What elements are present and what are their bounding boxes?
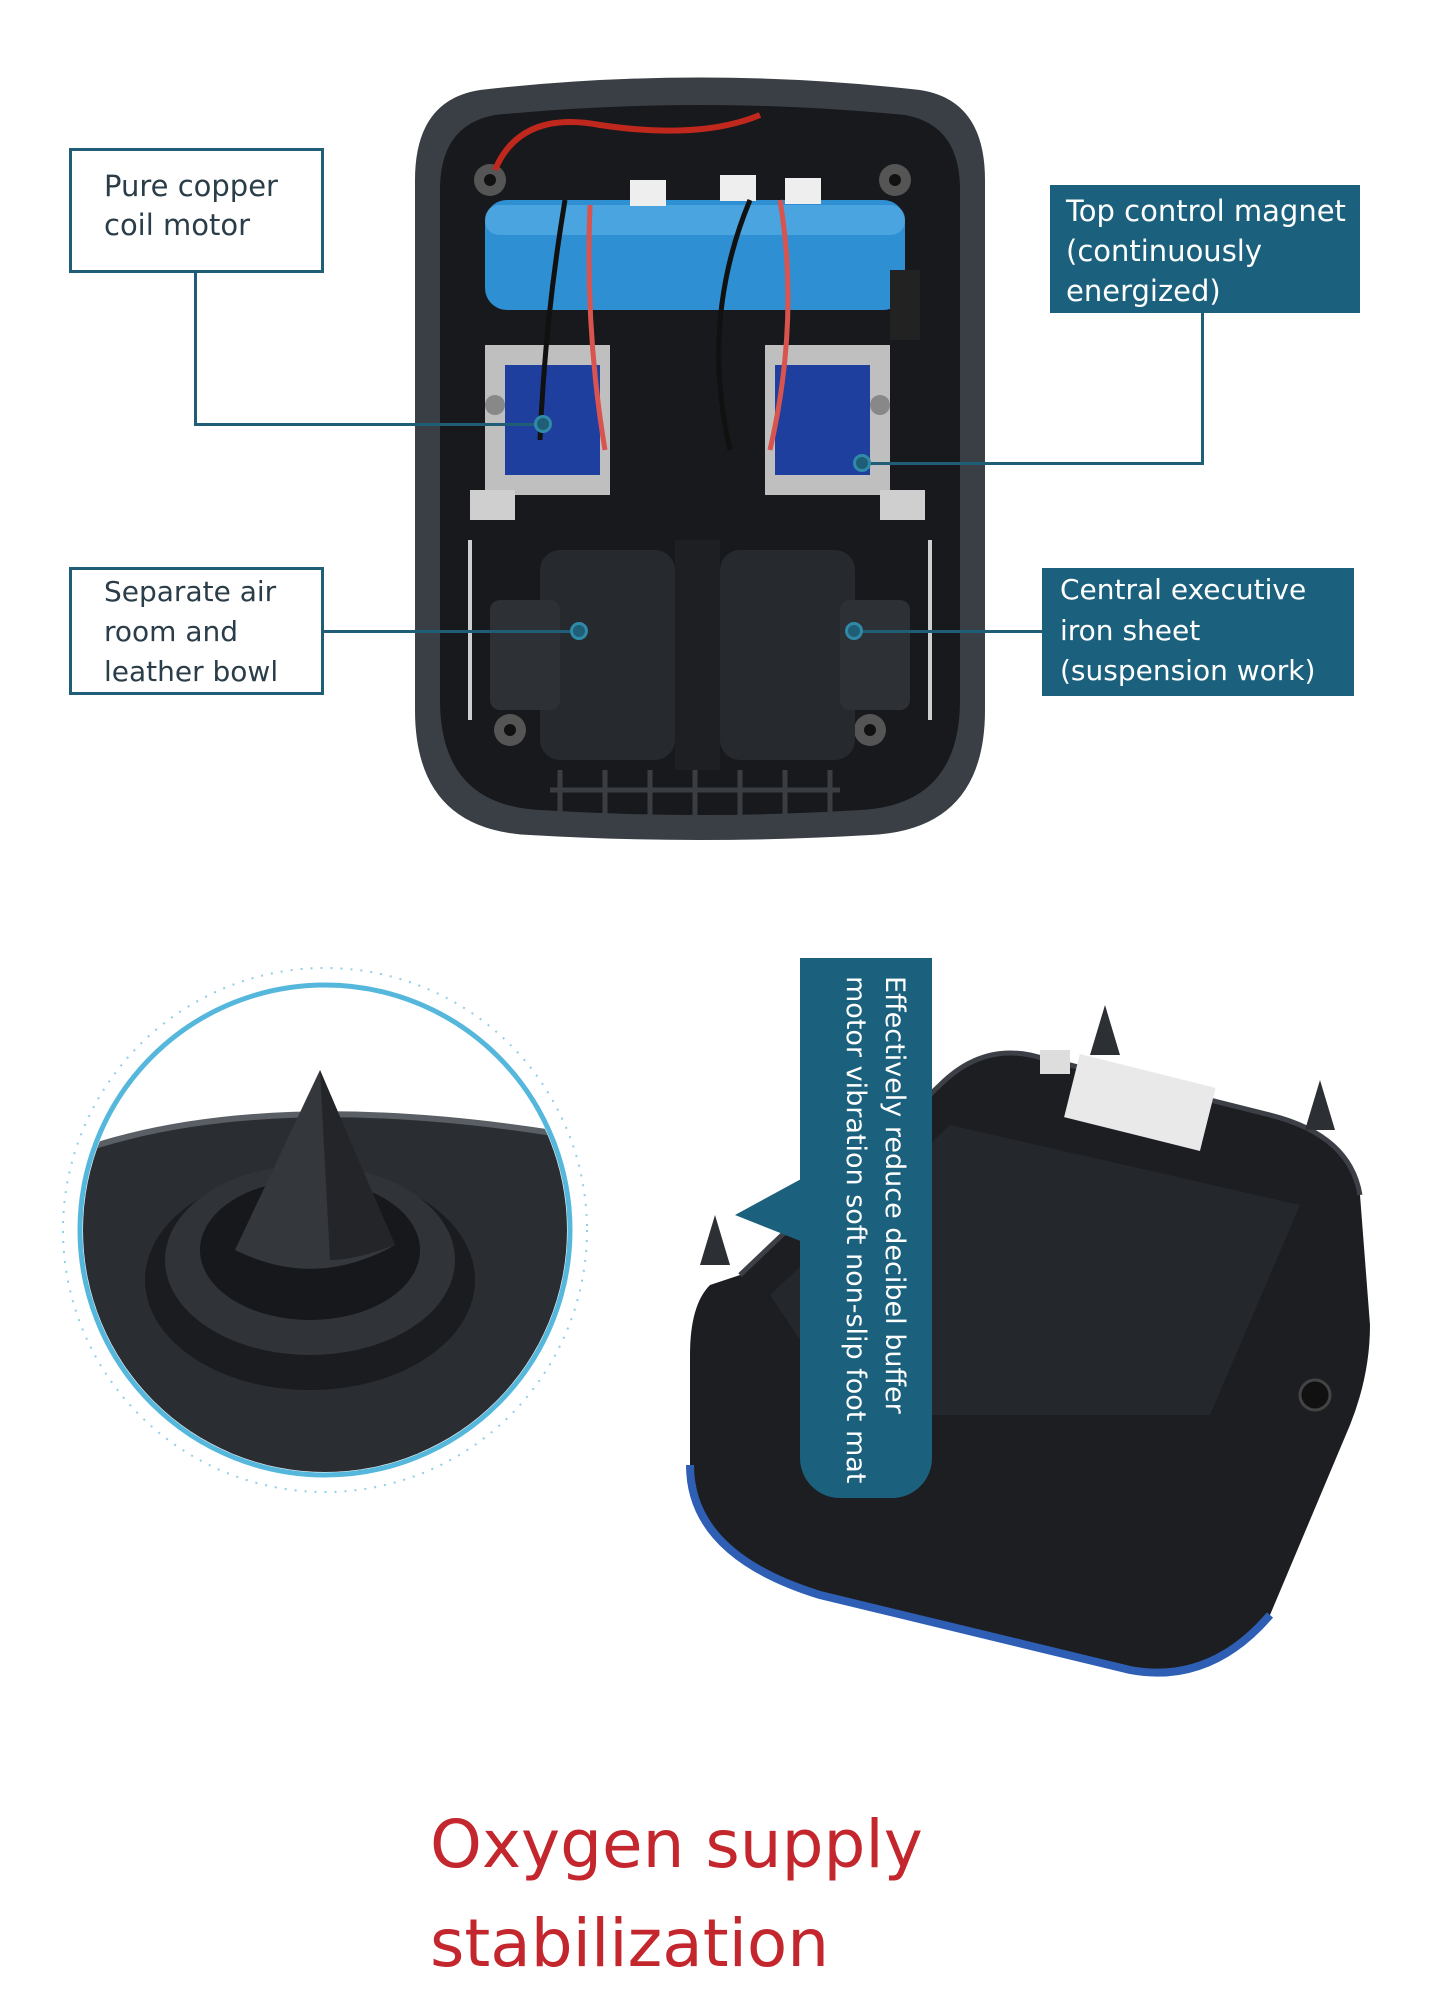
foot-detail-zoom bbox=[62, 967, 588, 1493]
foot-mat-text: Effectively reduce decibel buffer motor … bbox=[800, 958, 932, 1498]
callout-line: coil motor bbox=[104, 208, 251, 243]
leader-line bbox=[858, 630, 1042, 633]
leader-line bbox=[194, 273, 197, 426]
callout-line: Central executive bbox=[1060, 573, 1307, 606]
callout-line: room and bbox=[104, 614, 239, 648]
pump-underside-photo bbox=[686, 1005, 1370, 1677]
callout-top-magnet: Top control magnet (continuously energiz… bbox=[1050, 185, 1360, 313]
callout-line: leather bowl bbox=[104, 654, 279, 688]
callout-iron-sheet: Central executive iron sheet (suspension… bbox=[1042, 568, 1354, 696]
foot-mat-pointer bbox=[735, 1178, 803, 1242]
headline: Oxygen supply stabilization bbox=[430, 1795, 923, 1993]
foot-mat-line: Effectively reduce decibel buffer bbox=[879, 976, 910, 1414]
callout-line: iron sheet bbox=[1060, 613, 1201, 647]
leader-line bbox=[324, 630, 574, 633]
callout-air-room: Separate air room and leather bowl bbox=[69, 567, 324, 695]
callout-line: Separate air bbox=[104, 575, 277, 608]
leader-line bbox=[866, 462, 1204, 465]
leader-line bbox=[1201, 313, 1204, 465]
foot-mat-callout bbox=[800, 958, 932, 1498]
foot-mat-line: motor vibration soft non-slip foot mat bbox=[839, 976, 871, 1484]
callout-line: Top control magnet bbox=[1066, 194, 1346, 228]
marker-dot bbox=[570, 622, 588, 640]
callout-line: energized) bbox=[1066, 274, 1221, 309]
callout-line: (suspension work) bbox=[1060, 654, 1316, 688]
leader-line bbox=[194, 423, 537, 426]
callout-copper-motor: Pure copper coil motor bbox=[69, 148, 324, 273]
pump-interior-photo bbox=[415, 77, 985, 840]
marker-dot bbox=[534, 415, 552, 433]
marker-dot bbox=[845, 622, 863, 640]
headline-line: stabilization bbox=[430, 1905, 830, 1982]
callout-line: Pure copper bbox=[104, 169, 278, 203]
headline-line: Oxygen supply bbox=[430, 1806, 923, 1883]
callout-line: (continuously bbox=[1066, 234, 1263, 269]
marker-dot bbox=[853, 454, 871, 472]
